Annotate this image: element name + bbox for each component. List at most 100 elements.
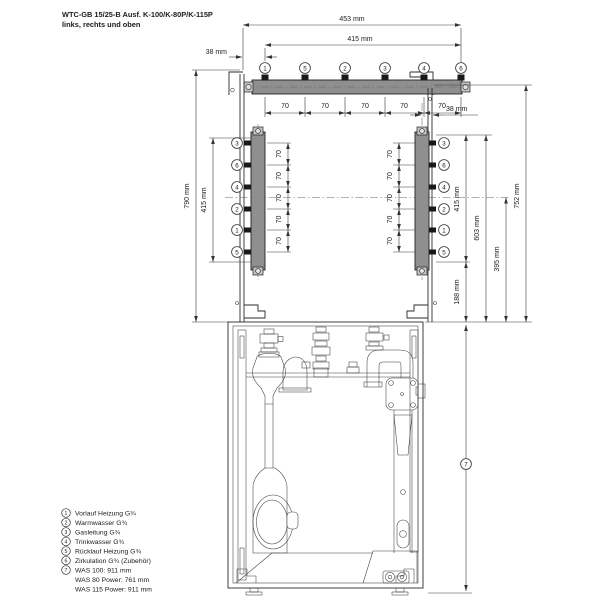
svg-text:4: 4 bbox=[235, 184, 239, 191]
right-manifold bbox=[414, 126, 436, 276]
wall-bracket-left-top bbox=[228, 71, 243, 95]
height-ref-marker: 7 bbox=[460, 458, 472, 470]
title-line2: links, rechts und oben bbox=[62, 20, 141, 29]
svg-text:4: 4 bbox=[442, 184, 446, 191]
svg-text:603 mm: 603 mm bbox=[474, 215, 481, 240]
svg-text:5: 5 bbox=[303, 65, 307, 72]
svg-text:4: 4 bbox=[65, 539, 68, 545]
svg-text:6: 6 bbox=[442, 162, 446, 169]
top-connection-marker-1: 1 bbox=[259, 62, 271, 74]
svg-text:4: 4 bbox=[422, 65, 426, 72]
svg-text:70: 70 bbox=[387, 194, 394, 202]
top-view: 1 5 2 3 4 6 453 mm 415 mm 38 mm bbox=[206, 16, 471, 117]
dim-415-right: 415 mm bbox=[454, 134, 468, 263]
svg-text:2: 2 bbox=[442, 206, 446, 213]
svg-text:5: 5 bbox=[235, 249, 239, 256]
legend-marker-6: 6 bbox=[61, 555, 71, 566]
cabinet-view: 7 bbox=[227, 321, 472, 596]
svg-text:70: 70 bbox=[387, 150, 394, 158]
svg-text:752 mm: 752 mm bbox=[514, 183, 521, 208]
shelf-fitting bbox=[346, 361, 360, 374]
legend-marker-7: 7 bbox=[61, 565, 71, 575]
svg-text:70: 70 bbox=[361, 103, 369, 110]
svg-text:3: 3 bbox=[235, 140, 239, 147]
legend: 1 2 3 4 5 6 7 Vorlauf Heizung G¾ Warmwas… bbox=[61, 508, 152, 594]
legend-marker-2: 2 bbox=[61, 517, 71, 528]
expansion-vessel-assembly bbox=[252, 328, 288, 554]
svg-text:70: 70 bbox=[276, 194, 283, 202]
svg-text:790 mm: 790 mm bbox=[184, 183, 191, 208]
circulation-pump bbox=[385, 377, 419, 411]
svg-text:70: 70 bbox=[387, 216, 394, 224]
legend-marker-4: 4 bbox=[61, 536, 71, 547]
svg-text:3: 3 bbox=[442, 140, 446, 147]
svg-text:2: 2 bbox=[235, 206, 239, 213]
left-connection-marker-4: 2 bbox=[231, 203, 243, 215]
drawing-title: WTC-GB 15/25-B Ausf. K-100/K-80P/K-115P … bbox=[62, 10, 213, 29]
legend-item-8: WAS 80 Power: 761 mm bbox=[75, 577, 149, 584]
right-connection-marker-1: 3 bbox=[438, 137, 450, 149]
top-connection-marker-5: 4 bbox=[418, 62, 430, 74]
legend-marker-1: 1 bbox=[61, 508, 71, 518]
legend-item-5: Rücklauf Heizung G¾ bbox=[75, 549, 141, 556]
left-connection-marker-5: 1 bbox=[231, 224, 243, 236]
svg-text:188 mm: 188 mm bbox=[454, 279, 461, 304]
left-manifold bbox=[244, 126, 266, 276]
right-connection-marker-6: 5 bbox=[438, 246, 450, 258]
dim-415-top: 415 mm bbox=[264, 36, 462, 61]
top-manifold-endcap-right bbox=[460, 81, 471, 93]
svg-text:7: 7 bbox=[65, 568, 68, 574]
top-connection-marker-3: 2 bbox=[339, 62, 351, 74]
dim-70-left-column: 70 70 70 70 70 bbox=[267, 142, 291, 253]
svg-text:1: 1 bbox=[263, 65, 267, 72]
svg-text:6: 6 bbox=[459, 65, 463, 72]
svg-text:5: 5 bbox=[65, 549, 68, 555]
dim-70-right-column: 70 70 70 70 70 bbox=[387, 142, 415, 253]
dim-415-left: 415 mm bbox=[201, 137, 251, 263]
svg-text:1: 1 bbox=[442, 227, 446, 234]
svg-text:6: 6 bbox=[235, 162, 239, 169]
dim-38-side: 38 mm bbox=[410, 106, 478, 117]
svg-text:70: 70 bbox=[276, 237, 283, 245]
corner-gussets bbox=[236, 568, 415, 583]
legend-item-1: Vorlauf Heizung G¾ bbox=[75, 511, 136, 518]
svg-text:70: 70 bbox=[400, 103, 408, 110]
pump-pipe-assembly bbox=[363, 326, 426, 411]
dim-752: 752 mm bbox=[514, 84, 528, 323]
top-manifold-endcap-left bbox=[243, 81, 254, 93]
legend-item-2: Warmwasser G¾ bbox=[75, 520, 128, 527]
frame-hole-right bbox=[433, 301, 437, 305]
dim-188: 188 mm bbox=[454, 261, 468, 323]
svg-text:453 mm: 453 mm bbox=[339, 16, 364, 23]
legend-item-9: WAS 115 Power: 911 mm bbox=[75, 587, 152, 594]
legend-item-6: Zirkulation G¾ (Zubehör) bbox=[75, 558, 151, 565]
frame-hook-left bbox=[244, 304, 266, 319]
svg-text:70: 70 bbox=[276, 172, 283, 180]
dim-453: 453 mm bbox=[242, 16, 462, 70]
dim-height-ref-7: 7 bbox=[428, 324, 472, 594]
flue-duct bbox=[393, 410, 413, 553]
title-line1: WTC-GB 15/25-B Ausf. K-100/K-80P/K-115P bbox=[62, 10, 213, 19]
front-view: 3 6 4 2 1 5 3 6 4 2 1 5 bbox=[184, 69, 532, 323]
burner-door bbox=[252, 494, 299, 550]
svg-text:2: 2 bbox=[343, 65, 347, 72]
cabinet-floor-lines bbox=[235, 550, 418, 584]
cabinet-inner-outline bbox=[232, 325, 419, 584]
right-connection-marker-4: 2 bbox=[438, 203, 450, 215]
dim-395: 395 mm bbox=[494, 197, 508, 323]
svg-text:38 mm: 38 mm bbox=[446, 106, 468, 113]
center-valve-stack bbox=[311, 326, 331, 378]
right-connection-marker-3: 4 bbox=[438, 181, 450, 193]
top-connection-stubs bbox=[261, 74, 465, 81]
dim-70-top-row: 70 70 70 70 70 bbox=[264, 97, 462, 117]
legend-marker-5: 5 bbox=[61, 546, 71, 556]
top-connection-marker-6: 6 bbox=[455, 62, 467, 74]
svg-text:3: 3 bbox=[65, 530, 68, 536]
cabinet-side-panels bbox=[237, 329, 419, 581]
dim-790: 790 mm bbox=[184, 69, 240, 323]
svg-text:415 mm: 415 mm bbox=[201, 187, 208, 212]
legend-item-3: Gasleitung G¾ bbox=[75, 530, 121, 537]
adjustable-feet bbox=[245, 587, 409, 596]
